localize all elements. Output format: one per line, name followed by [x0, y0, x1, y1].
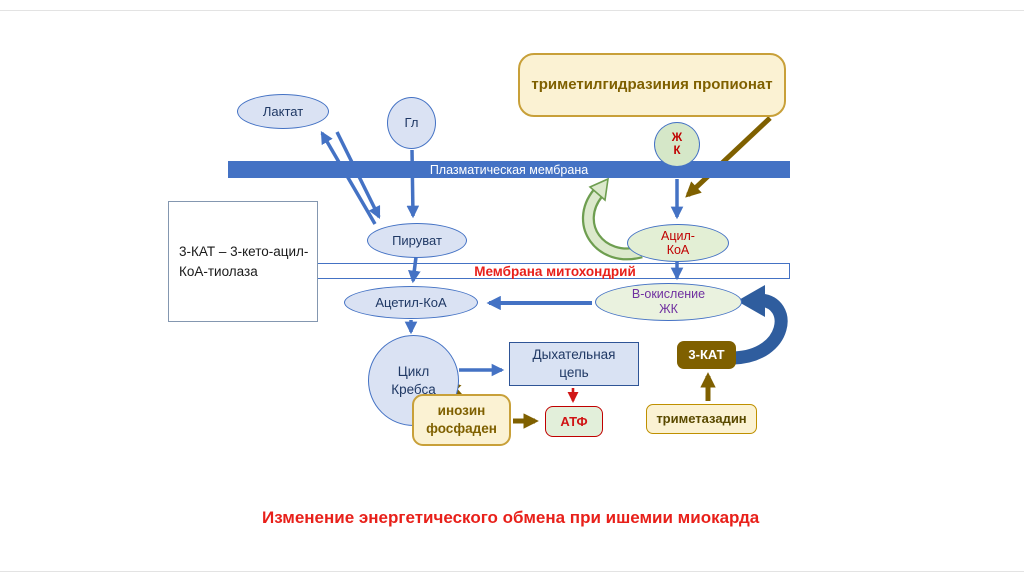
- green-hook-arrowhead: [588, 177, 609, 202]
- plasma-membrane-label: Плазматическая мембрана: [429, 162, 589, 177]
- trimetazidine-label: триметазадин: [656, 411, 747, 427]
- atp-label: АТФ: [560, 413, 588, 429]
- acyl-coa-line1: Ацил-: [661, 228, 695, 243]
- pyruvate-ellipse: Пируват: [367, 223, 467, 258]
- fatty-acids-line2: К: [673, 144, 681, 157]
- lactate-ellipse: Лактат: [237, 94, 329, 129]
- drug-box-label: триметилгидразиния пропионат: [531, 76, 773, 93]
- green-hook-arrow-fill: [584, 190, 643, 258]
- glucose-label: Гл: [404, 115, 419, 131]
- inosine-line1: инозин: [437, 402, 486, 418]
- krebs-line1: Цикл: [397, 363, 430, 379]
- respiratory-chain-line1: Дыхательная: [532, 347, 616, 363]
- mitochondrial-membrane-bar: Мембрана митохондрий: [280, 263, 790, 279]
- atp-box: АТФ: [545, 406, 603, 437]
- lactate-label: Лактат: [262, 103, 304, 119]
- arrow-glucose-to-pyruvate: [406, 149, 420, 219]
- respiratory-chain-line2: цепь: [559, 365, 589, 380]
- plasma-membrane-bar: Плазматическая мембрана: [228, 161, 790, 178]
- mitochondrial-membrane-label: Мембрана митохондрий: [474, 263, 636, 279]
- kat3-label: 3-КАТ: [688, 347, 725, 363]
- drug-box-trimethylhydrazinium: триметилгидразиния пропионат: [518, 53, 786, 117]
- slide-bottom-edge: [0, 571, 1024, 572]
- legend-line1: 3-КАТ – 3-кето-ацил-: [179, 243, 309, 259]
- legend-box-kat3-definition: 3-КАТ – 3-кето-ацил- КоА-тиолаза: [168, 201, 318, 322]
- respiratory-chain-box: Дыхательная цепь: [509, 342, 639, 386]
- arrow-curve-kat3-to-betaoxidation: [733, 293, 788, 365]
- acyl-coa-line2: КоА: [666, 243, 690, 257]
- krebs-line2: Кребса: [391, 381, 436, 397]
- inosine-line2: фосфаден: [426, 421, 497, 436]
- arrow-pyruvate-to-lactate: [320, 131, 377, 225]
- inosine-phosphaden-box: инозин фосфаден: [412, 394, 511, 446]
- beta-oxidation-ellipse: В-окисление ЖК: [595, 283, 742, 321]
- arrow-pyruvate-to-acetylcoa: [408, 256, 421, 284]
- arrow-drug-to-acylcoa: [685, 116, 772, 198]
- legend-line2: КоА-тиолаза: [179, 263, 258, 279]
- arrow-curve-head: [737, 285, 765, 317]
- slide-top-edge: [0, 10, 1024, 11]
- acetyl-coa-label: Ацетил-КоА: [375, 294, 447, 310]
- fatty-acids-circle: Ж К: [654, 122, 700, 167]
- acetyl-coa-ellipse: Ацетил-КоА: [344, 286, 478, 319]
- slide-title-text: Изменение энергетического обмена при ише…: [262, 508, 760, 527]
- kat3-enzyme-box: 3-КАТ: [677, 341, 736, 369]
- glucose-circle: Гл: [387, 97, 436, 149]
- acyl-coa-ellipse: Ацил- КоА: [627, 224, 729, 262]
- beta-oxidation-line2: ЖК: [659, 302, 678, 316]
- pyruvate-label: Пируват: [392, 232, 442, 248]
- fatty-acids-line1: Ж: [671, 132, 683, 145]
- beta-oxidation-line1: В-окисление: [631, 287, 706, 301]
- trimetazidine-box: триметазадин: [646, 404, 757, 434]
- slide-title: Изменение энергетического обмена при ише…: [262, 508, 759, 528]
